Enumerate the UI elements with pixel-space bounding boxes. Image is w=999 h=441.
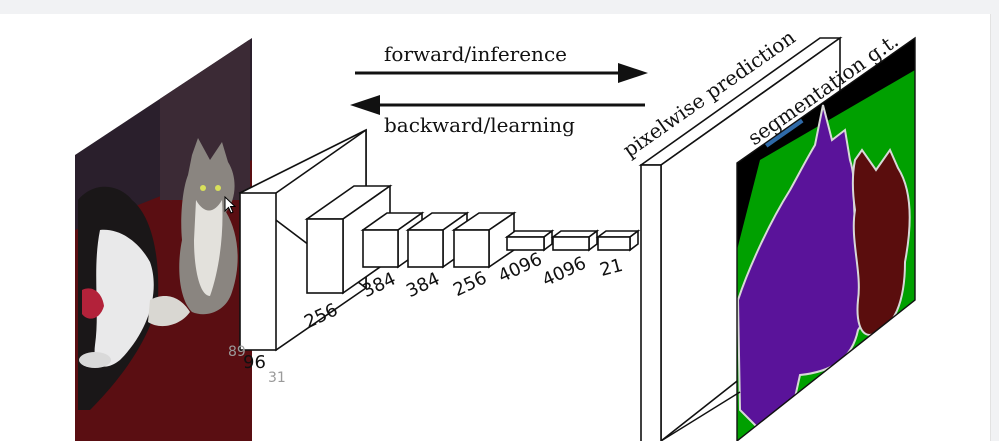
layer-box-21 (595, 229, 641, 252)
forward-label: forward/inference (384, 42, 567, 66)
cat-figure (148, 138, 238, 327)
network-layers (238, 128, 641, 352)
layer-label-96: 96 (243, 352, 266, 373)
dog-figure (78, 186, 159, 410)
watermark-fragment-b: 31 (268, 370, 286, 386)
watermark-fragment-a: 89 (228, 344, 246, 360)
layer-box-256-b (451, 211, 517, 269)
groundtruth-frame (736, 36, 916, 441)
input-photo (75, 38, 252, 441)
slab-connector (660, 391, 741, 441)
mouse-cursor-icon (224, 196, 236, 214)
layer-box-4096-b (550, 229, 600, 252)
layer-box-4096-a (504, 229, 555, 252)
backward-label: backward/learning (384, 113, 575, 137)
forward-arrow (355, 63, 648, 83)
backward-arrow (350, 95, 645, 115)
